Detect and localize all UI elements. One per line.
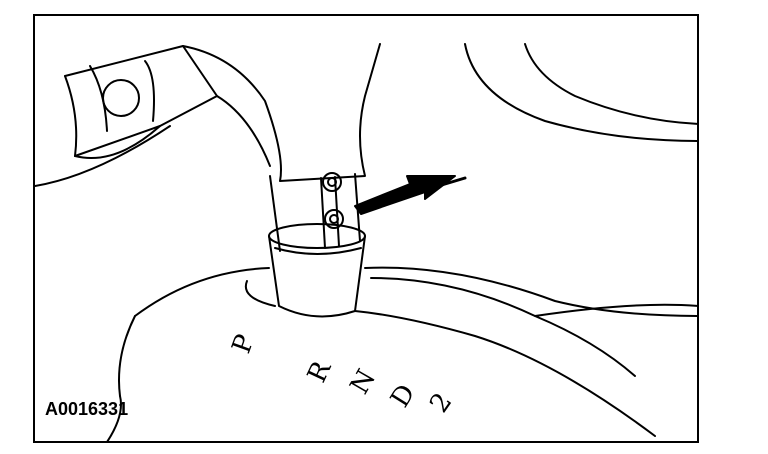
shifter-collar xyxy=(268,223,366,318)
callout-arrow-icon xyxy=(354,175,467,215)
shifter-shaft xyxy=(269,173,361,252)
illustration-frame: P R N D 2 xyxy=(33,14,699,443)
figure-id-label: A0016331 xyxy=(45,399,129,419)
torx-screw-icon xyxy=(322,172,344,229)
console-panel xyxy=(464,43,697,142)
shifter-knob xyxy=(182,43,381,182)
gear-console xyxy=(106,266,697,441)
dashboard-vent xyxy=(35,45,218,187)
shifter-illustration xyxy=(35,43,697,441)
